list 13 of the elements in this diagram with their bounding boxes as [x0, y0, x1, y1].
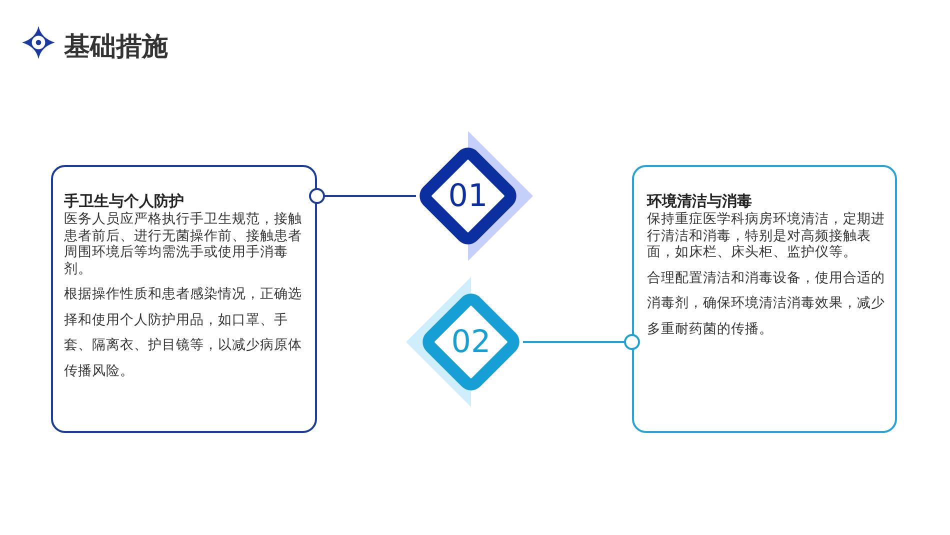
connector-line [309, 188, 416, 204]
step-number: 02 [451, 326, 491, 358]
card-text: 根据操作性质和患者感染情况，正确选择和使用个人防护用品，如口罩、手套、隔离衣、护目镜等，以减少病原体传播风险。 [64, 285, 303, 380]
card-title: 环境清洁与消毒 [647, 193, 753, 211]
card-text: 保持重症医学科病房环境清洁，定期进行清洁和消毒，特别是对高频接触表面，如床栏、床头柜、监护仪等。 [647, 211, 885, 260]
page-title: 基础措施 [64, 30, 168, 63]
info-card [51, 165, 317, 433]
card-title: 手卫生与个人防护 [64, 193, 185, 211]
connector-line [523, 334, 640, 350]
info-card [632, 165, 897, 433]
card-text: 医务人员应严格执行手卫生规范，接触患者前后、进行无菌操作前、接触患者周围环境后等均需洗手或使用手消毒剂。 [64, 211, 303, 277]
card-text: 合理配置清洁和消毒设备，使用合适的消毒剂，确保环境清洁消毒效果，减少多重耐药菌的传播。 [647, 268, 885, 338]
step-number: 01 [448, 180, 488, 212]
